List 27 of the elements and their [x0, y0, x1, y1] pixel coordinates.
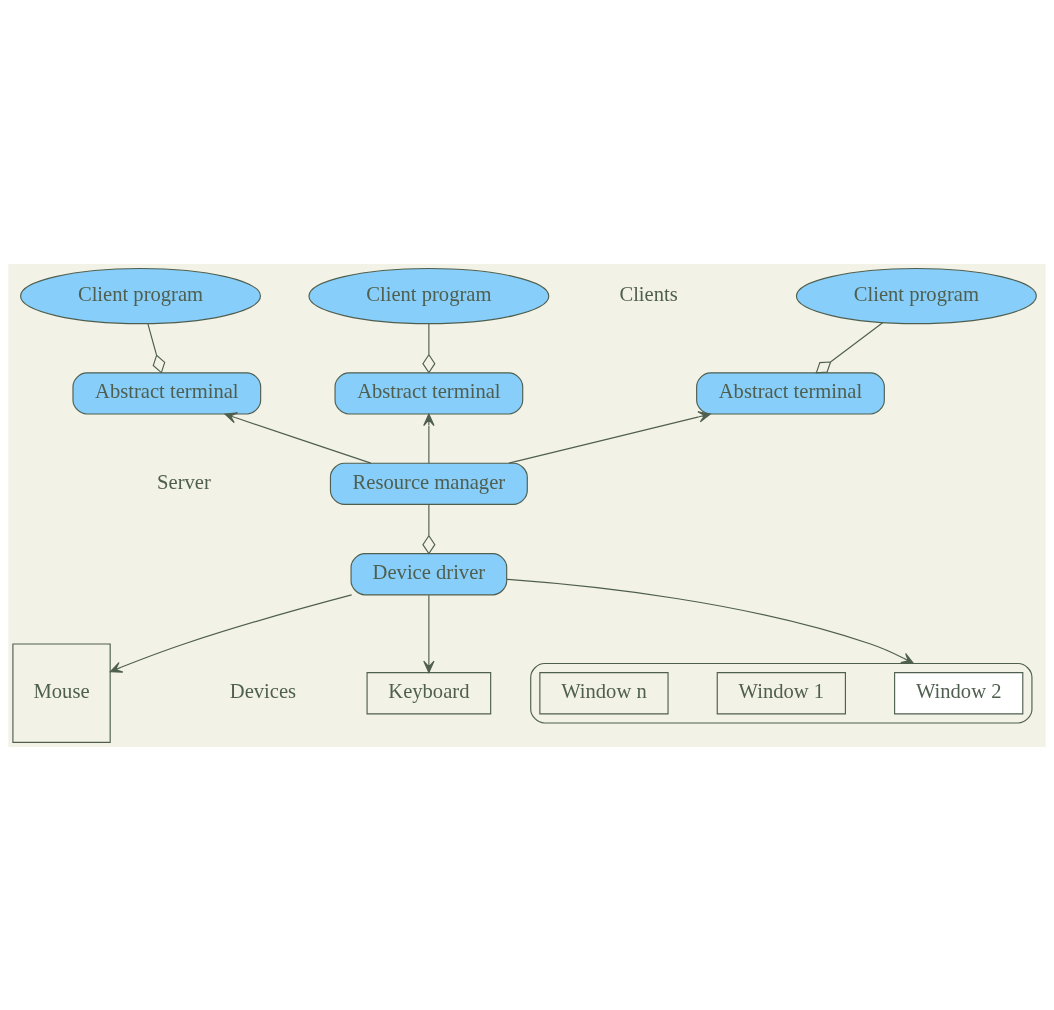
node-box: Keyboard — [366, 671, 492, 714]
arrow — [224, 411, 372, 464]
connector — [422, 322, 436, 374]
node-box: Abstract terminal — [334, 371, 524, 415]
arrow — [423, 413, 435, 464]
connector — [815, 321, 884, 373]
node-box: Resource manager — [329, 462, 528, 505]
arrow — [508, 410, 711, 464]
arrow — [109, 593, 353, 673]
node-ellipse: Client program — [20, 267, 261, 324]
node-box: Window 2 — [894, 671, 1024, 714]
connector — [422, 503, 436, 555]
node-box: Mouse — [12, 642, 111, 743]
node-ellipse: Client program — [795, 267, 1037, 324]
arrow — [423, 594, 435, 673]
node-box: Abstract terminal — [696, 371, 885, 415]
label: Devices — [229, 679, 297, 702]
cluster — [530, 662, 1033, 724]
node-box: Abstract terminal — [72, 371, 262, 415]
node-box: Device driver — [350, 552, 508, 595]
arrow — [506, 578, 914, 664]
node-ellipse: Client program — [308, 267, 550, 324]
label: Clients — [619, 282, 678, 305]
node-box: Window 1 — [716, 671, 846, 714]
label: Server — [157, 470, 211, 493]
connector — [147, 322, 166, 374]
node-box: Window n — [539, 671, 669, 714]
